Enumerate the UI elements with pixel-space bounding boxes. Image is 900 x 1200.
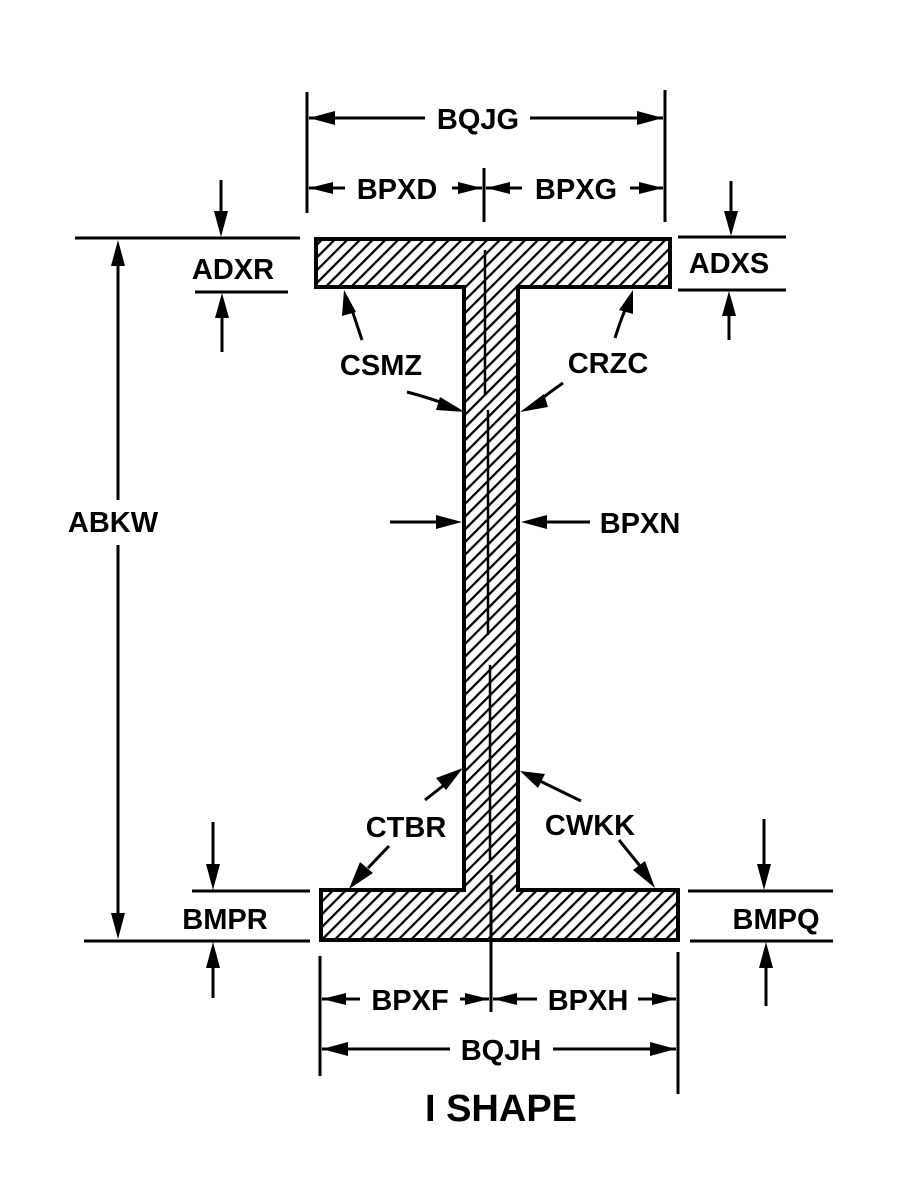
label-adxr: ADXR <box>192 254 274 286</box>
arrowhead-icon <box>322 1042 348 1056</box>
label-bqjh: BQJH <box>461 1035 542 1067</box>
label-bpxn: BPXN <box>600 508 681 540</box>
arrowhead-icon <box>650 1042 676 1056</box>
arrowhead-icon <box>206 864 220 890</box>
arrowhead-icon <box>759 942 773 968</box>
label-adxs: ADXS <box>689 248 770 280</box>
arrowhead-icon <box>520 771 545 788</box>
arrowhead-icon <box>309 111 335 125</box>
leader-crzc-top <box>613 309 627 339</box>
arrowhead-icon <box>493 993 517 1005</box>
label-bpxd: BPXD <box>357 174 438 206</box>
leader-cwkk-top <box>539 779 582 803</box>
arrowhead-icon <box>722 291 736 316</box>
arrowhead-icon <box>458 182 482 194</box>
arrowhead-icon <box>465 993 489 1005</box>
arrowhead-icon <box>309 182 333 194</box>
arrowhead-icon <box>349 862 373 889</box>
arrowhead-icon <box>724 211 738 236</box>
arrowhead-icon <box>111 240 125 266</box>
arrowhead-icon <box>436 397 465 412</box>
leader-csmz-top <box>350 309 364 341</box>
label-bqjg: BQJG <box>437 104 519 136</box>
arrowhead-icon <box>521 515 547 529</box>
arrowhead-icon <box>633 861 655 888</box>
arrowhead-icon <box>639 182 663 194</box>
arrowhead-icon <box>215 293 229 318</box>
leader-ctbr-bottom <box>366 844 391 870</box>
arrowhead-icon <box>436 768 463 790</box>
label-csmz: CSMZ <box>340 350 422 382</box>
arrowhead-icon <box>486 182 510 194</box>
label-crzc: CRZC <box>568 348 649 380</box>
label-ctbr: CTBR <box>366 812 447 844</box>
arrowhead-icon <box>652 993 676 1005</box>
diagram-title: I SHAPE <box>425 1088 577 1130</box>
label-bpxg: BPXG <box>535 174 617 206</box>
arrowhead-icon <box>214 211 228 237</box>
leader-cwkk-bottom <box>617 839 642 867</box>
arrowhead-icon <box>520 394 548 412</box>
arrowhead-icon <box>322 993 346 1005</box>
label-bpxh: BPXH <box>548 985 629 1017</box>
arrowhead-icon <box>637 111 663 125</box>
label-abkw: ABKW <box>68 507 159 539</box>
arrowhead-icon <box>342 290 356 316</box>
label-bmpq: BMPQ <box>733 904 820 936</box>
label-bpxf: BPXF <box>371 985 448 1017</box>
arrowhead-icon <box>111 913 125 939</box>
arrowhead-icon <box>206 942 220 968</box>
arrowhead-icon <box>619 290 633 314</box>
i-beam-section <box>314 237 680 942</box>
label-cwkk: CWKK <box>545 810 635 842</box>
label-bmpr: BMPR <box>182 904 267 936</box>
arrowhead-icon <box>436 515 462 529</box>
arrowhead-icon <box>757 864 771 890</box>
